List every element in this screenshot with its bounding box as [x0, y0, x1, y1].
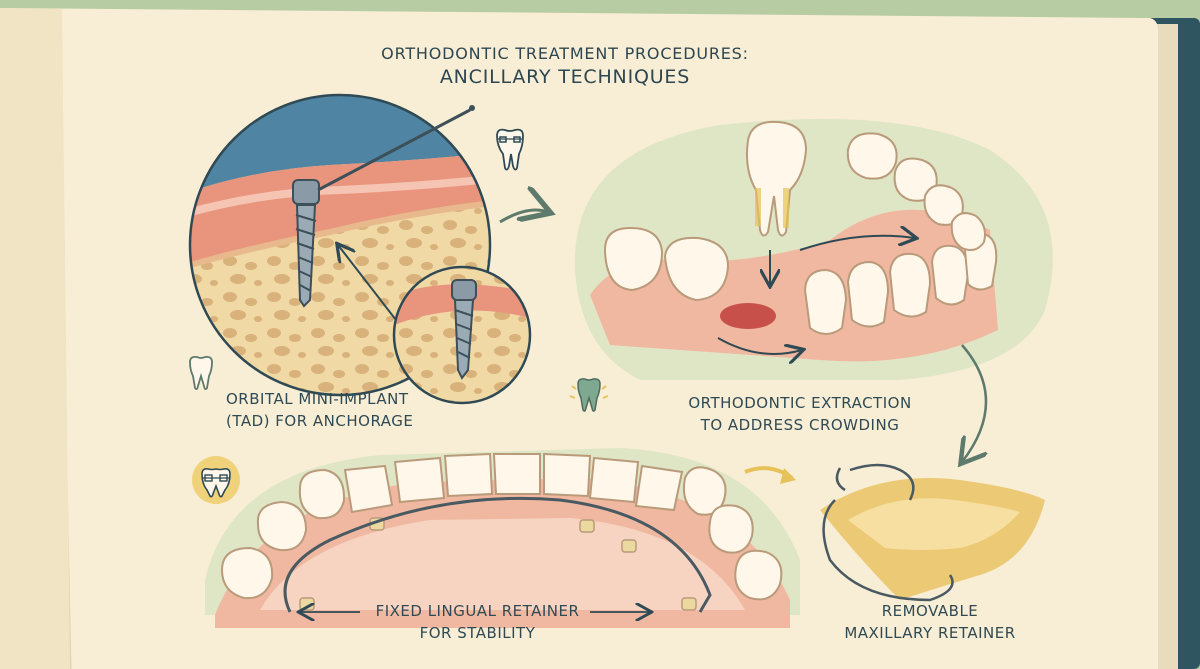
retainer-wire: [822, 463, 954, 602]
implant-label-line-1: ORBITAL MINI-IMPLANT: [226, 390, 409, 408]
mini-implant-screw: [292, 179, 320, 308]
title-line-2: ANCILLARY TECHNIQUES: [439, 66, 691, 88]
implant-label: ORBITAL MINI-IMPLANT (TAD) FOR ANCHORAGE: [226, 388, 413, 432]
gum-tissue: [190, 150, 490, 268]
elastic-wire: [317, 108, 471, 192]
tooth-sparkle-icon: [569, 378, 609, 412]
extraction-panel: [574, 118, 1053, 380]
space-close-arrow: [799, 236, 915, 251]
implant-label-line-2: (TAD) FOR ANCHORAGE: [226, 412, 414, 430]
to-retainer-arrow: [962, 344, 986, 462]
space-close-arrow-lower: [717, 337, 802, 354]
removable-retainer-panel: [820, 463, 1045, 602]
next-step-arrow: [499, 210, 548, 224]
magnify-arrow: [338, 245, 397, 321]
extraction-label-line-1: ORTHODONTIC EXTRACTION: [688, 394, 912, 412]
extraction-socket: [720, 303, 776, 329]
braces-badge-icon: [192, 456, 240, 504]
tooth-icon: [189, 355, 213, 390]
lingual-retainer-panel: [205, 448, 800, 628]
extraction-label: ORTHODONTIC EXTRACTION TO ADDRESS CROWDI…: [660, 392, 940, 436]
lingual-label-line-1: FIXED LINGUAL RETAINER: [375, 602, 580, 620]
lingual-label-line-2: FOR STABILITY: [419, 624, 536, 642]
lingual-wire: [283, 496, 712, 613]
tooth-braces-icon: [496, 128, 524, 171]
title-line-1: ORTHODONTIC TREATMENT PROCEDURES:: [381, 44, 749, 63]
lingual-retainer-label: FIXED LINGUAL RETAINER FOR STABILITY: [365, 600, 590, 644]
lower-gum: [590, 209, 998, 362]
book-gutter-shade: [0, 8, 70, 669]
extraction-label-line-2: TO ADDRESS CROWDING: [700, 416, 900, 434]
removable-retainer-label: REMOVABLE MAXILLARY RETAINER: [820, 600, 1040, 644]
removable-label-line-1: REMOVABLE: [881, 602, 979, 620]
cross-section-outline: [188, 93, 492, 397]
arch-teeth: [220, 452, 783, 601]
removable-label-line-2: MAXILLARY RETAINER: [844, 624, 1016, 642]
magnified-detail-outline: [392, 265, 532, 405]
